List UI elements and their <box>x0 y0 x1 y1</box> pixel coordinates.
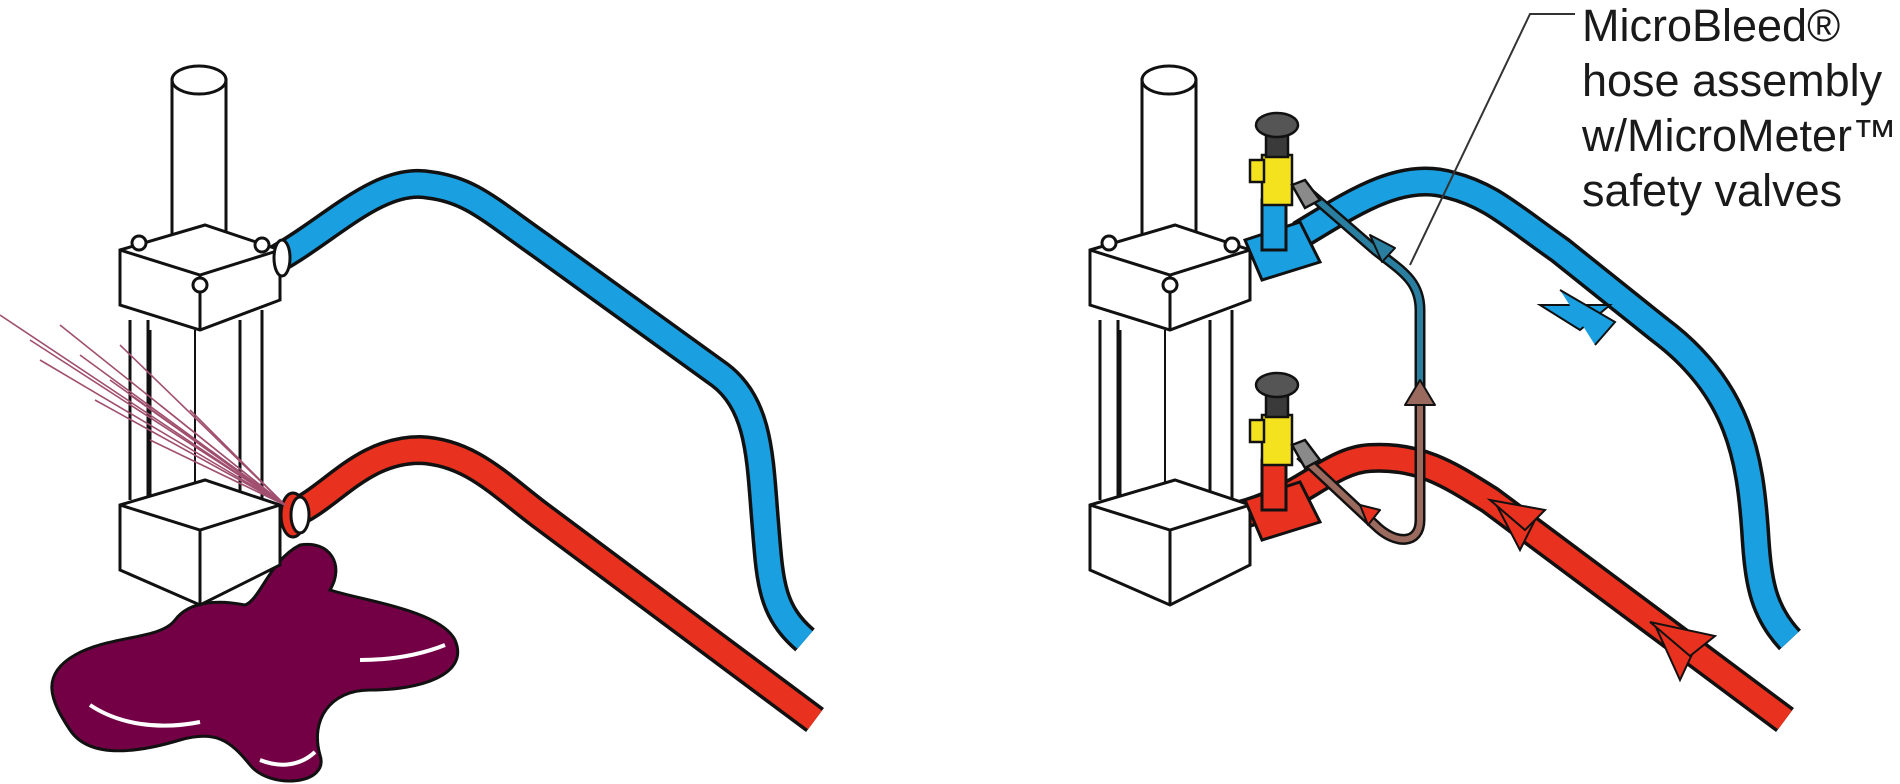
safety-valve-icon <box>1248 371 1322 470</box>
callout-label: MicroBleed® hose assembly w/MicroMeter™ … <box>1582 0 1900 218</box>
hydraulic-cylinder-icon <box>1088 64 1252 607</box>
tee-fitting-cap <box>1242 198 1323 282</box>
callout-leader-line <box>1409 13 1575 266</box>
fluid-spray-leak <box>0 314 286 506</box>
cap-end-hose-blue <box>267 168 816 652</box>
hydraulic-cylinder-icon <box>118 64 311 607</box>
rod-end-hose-red-right <box>1235 442 1794 733</box>
right-scene-microbleed <box>1088 13 1802 733</box>
fluid-spill-puddle <box>50 542 459 783</box>
tee-fitting-rod <box>1242 458 1323 542</box>
callout-line-1: MicroBleed® <box>1582 0 1841 51</box>
callout-line-4: safety valves <box>1582 165 1843 216</box>
microbleed-hose <box>1296 180 1436 545</box>
rod-end-hose-red <box>284 435 824 733</box>
callout-line-3: w/MicroMeter™ <box>1582 110 1898 161</box>
safety-valve-icon <box>1248 111 1322 210</box>
cap-end-hose-blue-right <box>1292 166 1802 651</box>
left-scene-leaking-cylinder <box>0 64 824 783</box>
callout-line-2: hose assembly <box>1582 55 1883 106</box>
